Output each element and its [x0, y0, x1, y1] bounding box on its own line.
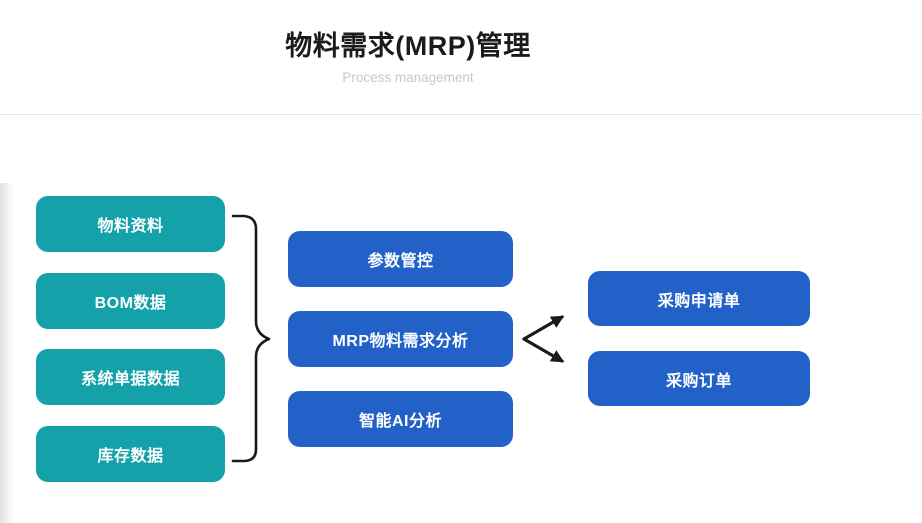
page-header: 物料需求(MRP)管理 Process management	[0, 24, 816, 85]
node-label: BOM数据	[94, 295, 167, 312]
node-parameter-control: 参数管控	[288, 231, 513, 287]
brace-connector-icon	[231, 214, 271, 463]
header-divider	[0, 114, 922, 115]
node-label: 系统单据数据	[80, 371, 180, 388]
node-label: MRP物料需求分析	[332, 333, 469, 350]
node-purchase-order: 采购订单	[588, 351, 810, 406]
node-label: 采购申请单	[657, 292, 741, 310]
node-label: 物料资料	[97, 218, 164, 235]
arrow-to-purchase-order-icon	[522, 337, 565, 363]
left-edge-shadow	[0, 183, 14, 523]
arrow-to-purchase-request-icon	[522, 315, 565, 341]
node-purchase-request: 采购申请单	[588, 271, 810, 326]
node-ai-analysis: 智能AI分析	[288, 391, 513, 447]
node-label: 库存数据	[97, 448, 164, 465]
node-mrp-analysis: MRP物料需求分析	[288, 311, 513, 367]
node-label: 参数管控	[367, 253, 434, 270]
page-title: 物料需求(MRP)管理	[285, 31, 531, 61]
page-subtitle: Process management	[342, 70, 474, 85]
node-bom-data: BOM数据	[36, 273, 225, 329]
node-inventory-data: 库存数据	[36, 426, 225, 482]
node-material-data: 物料资料	[36, 196, 225, 252]
node-system-document-data: 系统单据数据	[36, 349, 225, 405]
node-label: 智能AI分析	[358, 413, 442, 430]
node-label: 采购订单	[665, 372, 732, 390]
